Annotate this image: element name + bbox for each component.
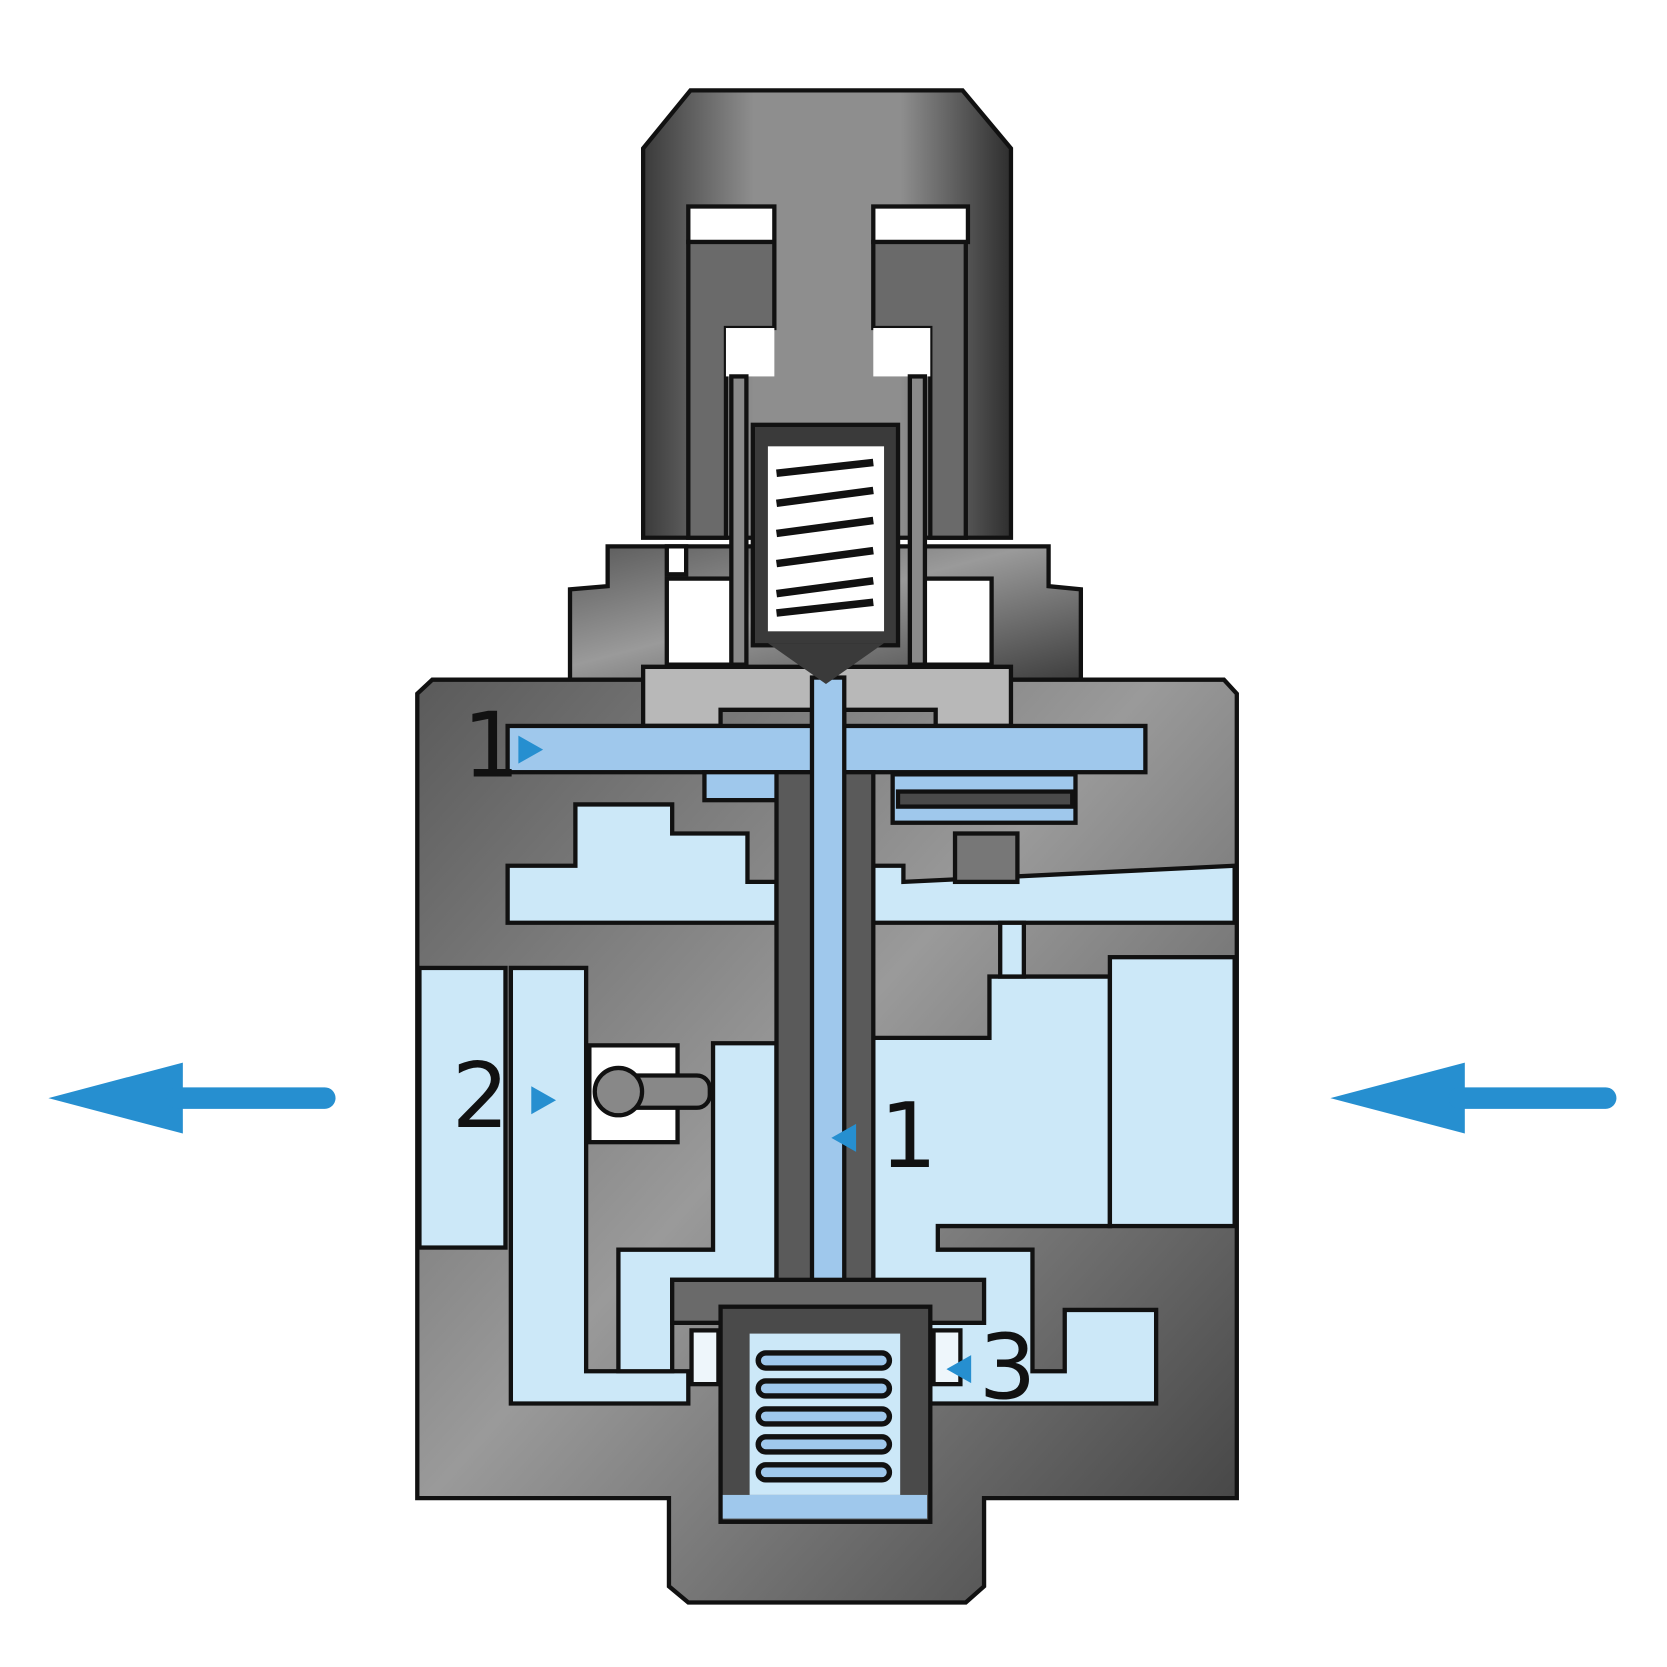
- upper-spring: [750, 422, 901, 685]
- flow-marker-icon: [518, 735, 544, 764]
- label-supply-stem: 1: [880, 1084, 937, 1189]
- check-valve: [587, 1043, 712, 1145]
- flow-marker-icon: [831, 1123, 857, 1152]
- port-labels: 1 2 1 3: [452, 693, 1036, 1420]
- label-outlet: 2: [452, 1044, 509, 1149]
- label-exhaust: 3: [979, 1315, 1036, 1420]
- flow-marker-icon: [946, 1355, 972, 1384]
- flow-marker-icon: [531, 1086, 557, 1115]
- label-supply-top: 1: [462, 693, 519, 798]
- lower-spring: [670, 1277, 987, 1524]
- diaphragm-and-stem: [505, 675, 1148, 1336]
- outlet-flow-arrow-icon: [48, 1062, 336, 1134]
- inlet-flow-arrow-icon: [1330, 1062, 1617, 1134]
